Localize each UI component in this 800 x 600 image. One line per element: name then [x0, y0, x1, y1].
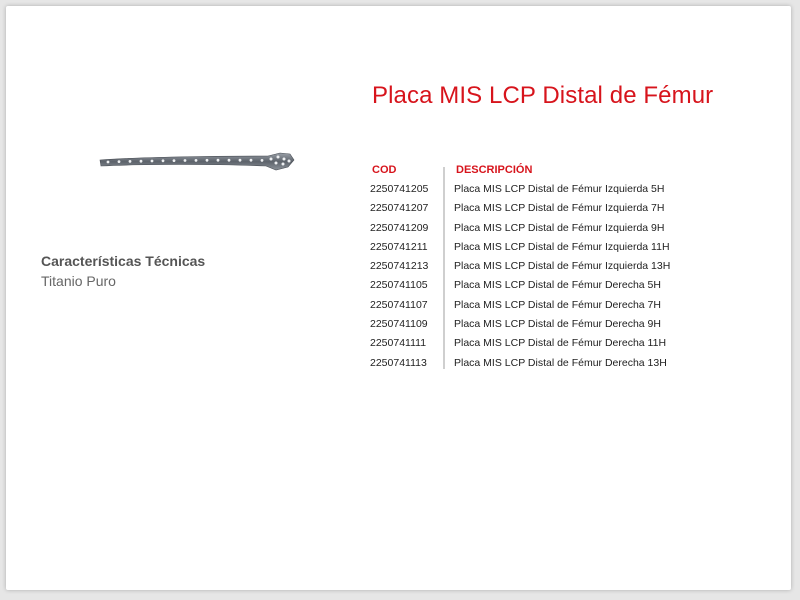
row-description: Placa MIS LCP Distal de Fémur Derecha 5H — [454, 279, 661, 292]
column-divider — [443, 167, 445, 369]
row-cod: 2250741111 — [370, 337, 427, 350]
row-cod: 2250741213 — [370, 260, 429, 273]
row-cod: 2250741207 — [370, 202, 429, 215]
column-header-cod: COD — [372, 164, 397, 176]
content-card — [6, 6, 791, 590]
row-description: Placa MIS LCP Distal de Fémur Izquierda … — [454, 202, 665, 215]
row-description: Placa MIS LCP Distal de Fémur Derecha 7H — [454, 298, 661, 311]
row-description: Placa MIS LCP Distal de Fémur Derecha 9H — [454, 318, 661, 331]
row-cod: 2250741205 — [370, 183, 429, 195]
row-description: Placa MIS LCP Distal de Fémur Izquierda … — [454, 221, 665, 234]
features-heading: Características Técnicas — [41, 253, 206, 269]
page-title: Placa MIS LCP Distal de Fémur — [372, 82, 714, 109]
row-description: Placa MIS LCP Distal de Fémur Derecha 13… — [454, 356, 667, 369]
column-header-description: DESCRIPCIÓN — [456, 164, 533, 176]
row-cod: 2250741105 — [370, 279, 428, 292]
row-cod: 2250741109 — [370, 318, 428, 331]
row-description: Placa MIS LCP Distal de Fémur Izquierda … — [454, 183, 665, 195]
row-cod: 2250741113 — [370, 356, 427, 369]
material-value: Titanio Puro — [41, 273, 116, 289]
row-cod: 2250741211 — [370, 240, 428, 253]
row-description: Placa MIS LCP Distal de Fémur Derecha 11… — [454, 337, 667, 350]
row-cod: 2250741209 — [370, 221, 429, 234]
bone-plate-image — [99, 152, 295, 171]
row-description: Placa MIS LCP Distal de Fémur Izquierda … — [454, 260, 671, 273]
row-description: Placa MIS LCP Distal de Fémur Izquierda … — [454, 240, 670, 253]
row-cod: 2250741107 — [370, 298, 428, 311]
